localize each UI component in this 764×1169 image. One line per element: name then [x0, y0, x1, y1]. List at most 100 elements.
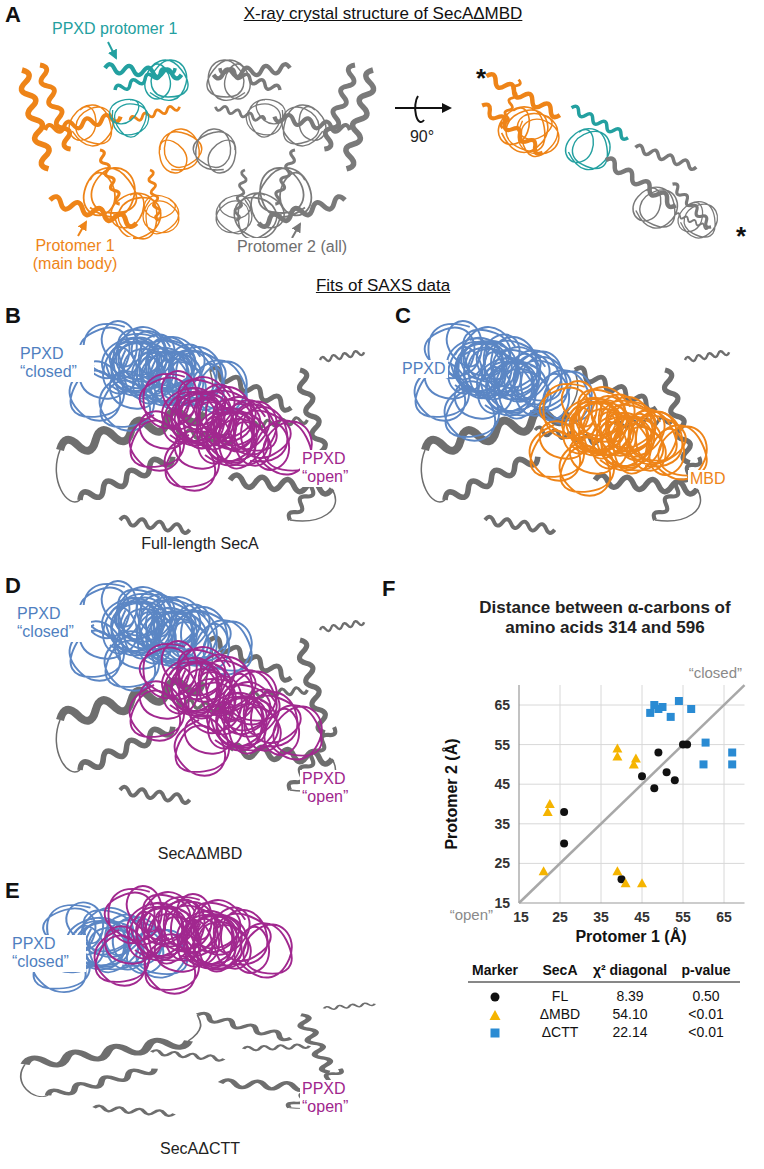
axis-tick: 55 [494, 737, 510, 753]
dmbd-points [637, 878, 647, 887]
dctt-points [728, 760, 736, 768]
table-cell: ΔCTT [542, 1024, 579, 1040]
fl-points [638, 772, 646, 780]
plot-grid [519, 863, 745, 864]
dctt-points [687, 705, 695, 713]
plot-grid [519, 744, 745, 745]
dmbd-points [612, 866, 622, 875]
rotated-structure [570, 105, 630, 141]
diagonal-label: “closed” [689, 664, 742, 681]
section-heading: Fits of SAXS data [316, 276, 450, 296]
table-cell: <0.01 [688, 1006, 723, 1022]
rotated-structure [588, 125, 739, 254]
saxs-fit-ensemble [21, 880, 375, 1117]
plot-axes [518, 685, 519, 903]
table-markers [490, 993, 501, 1038]
table-cell: 22.14 [612, 1024, 647, 1040]
dmbd-points [539, 866, 549, 875]
text-label: Full-length SecA [141, 535, 258, 553]
rotation-arrow [395, 96, 450, 122]
dmbd-points [631, 754, 641, 763]
rotated-structure [560, 121, 617, 177]
text-label: SecAΔMBD [158, 845, 242, 863]
leader-arrow [78, 42, 300, 238]
saxs-fit-ensemble [135, 888, 298, 1004]
dmbd-points [612, 752, 622, 761]
table-markers [490, 1010, 501, 1020]
leader-arrow [292, 224, 300, 238]
saxs-fit-ensemble [85, 880, 248, 996]
rotation-arrow [415, 96, 424, 122]
plot-grid [642, 685, 643, 903]
dmbd-points [539, 744, 647, 888]
rotated-structure [604, 156, 679, 209]
panel-letter: B [5, 303, 21, 328]
table-header: SecA [542, 962, 577, 978]
dctt-points [675, 697, 683, 705]
panel-letter: A [5, 2, 21, 27]
panel-letter: E [5, 878, 20, 903]
protomer-ribbons [17, 63, 208, 248]
table-markers [491, 1029, 500, 1038]
fl-points [683, 741, 691, 749]
structure-label: PPXD “open” [300, 770, 376, 807]
plot-grid [683, 685, 684, 903]
axis-tick: 55 [675, 909, 691, 925]
dmbd-points [543, 807, 553, 816]
text-label: 90° [410, 128, 434, 146]
fl-points [663, 768, 671, 776]
dctt-points [700, 760, 708, 768]
table-cell: <0.01 [688, 1024, 723, 1040]
protomer-ribbons [187, 63, 378, 248]
table-cell: ΔMBD [540, 1006, 580, 1022]
axis-tick: 45 [634, 909, 650, 925]
plot-grid [601, 685, 602, 903]
fl-points [560, 808, 568, 816]
fl-points [671, 776, 679, 784]
structure-label: PPXD “closed” [10, 935, 86, 972]
structure-label: PPXD “closed” [18, 345, 94, 382]
structure-label: Protomer 2 (all) [235, 238, 349, 256]
axis-tick: 65 [494, 697, 510, 713]
structure-label: PPXD “closed” [15, 605, 91, 642]
rotated-structure [634, 144, 697, 170]
diagonal-line [519, 685, 745, 903]
rotated-structure [670, 182, 713, 229]
table-rule [468, 982, 740, 983]
panel-letter: F [382, 576, 395, 601]
axis-tick: 25 [552, 909, 568, 925]
rotated-structure [549, 105, 630, 181]
panel-letter: C [395, 303, 411, 328]
structure-label: Protomer 1 (main body) [17, 237, 133, 274]
dctt-points [667, 713, 675, 721]
leader-arrow [108, 42, 116, 58]
saxs-fit-ensemble [56, 315, 364, 534]
saxs-fit-ensemble [421, 350, 729, 534]
fl-points [560, 741, 691, 884]
rotated-structure [675, 212, 709, 229]
plot-grid [724, 685, 725, 903]
saxs-fit-ensemble [21, 1002, 375, 1116]
panel-letter: D [5, 573, 21, 598]
axis-title: Protomer 2 (Å) [443, 738, 461, 849]
chart-title: Distance between α-carbons of amino acid… [470, 598, 740, 637]
dctt-points [646, 709, 654, 717]
rotated-structure [514, 109, 562, 160]
table-cell: 54.10 [612, 1006, 647, 1022]
table-header: χ² diagonal [593, 962, 667, 978]
terminus-mark: * [476, 64, 486, 94]
structure-label: PPXD “open” [300, 1080, 376, 1117]
plot-grid [519, 784, 745, 785]
table-markers [491, 993, 500, 1002]
dmbd-points [545, 799, 555, 808]
table-cell: 0.50 [692, 988, 719, 1004]
fl-points [654, 749, 662, 757]
structure-label: PPXD “open” [300, 450, 376, 487]
axis-title: Protomer 1 (Å) [575, 928, 686, 946]
plot-grid [560, 685, 561, 903]
axis-tick: 35 [593, 909, 609, 925]
protomer-ribbons [207, 60, 291, 143]
axis-tick: 35 [494, 816, 510, 832]
fl-points [560, 840, 568, 848]
dctt-points [728, 749, 736, 757]
